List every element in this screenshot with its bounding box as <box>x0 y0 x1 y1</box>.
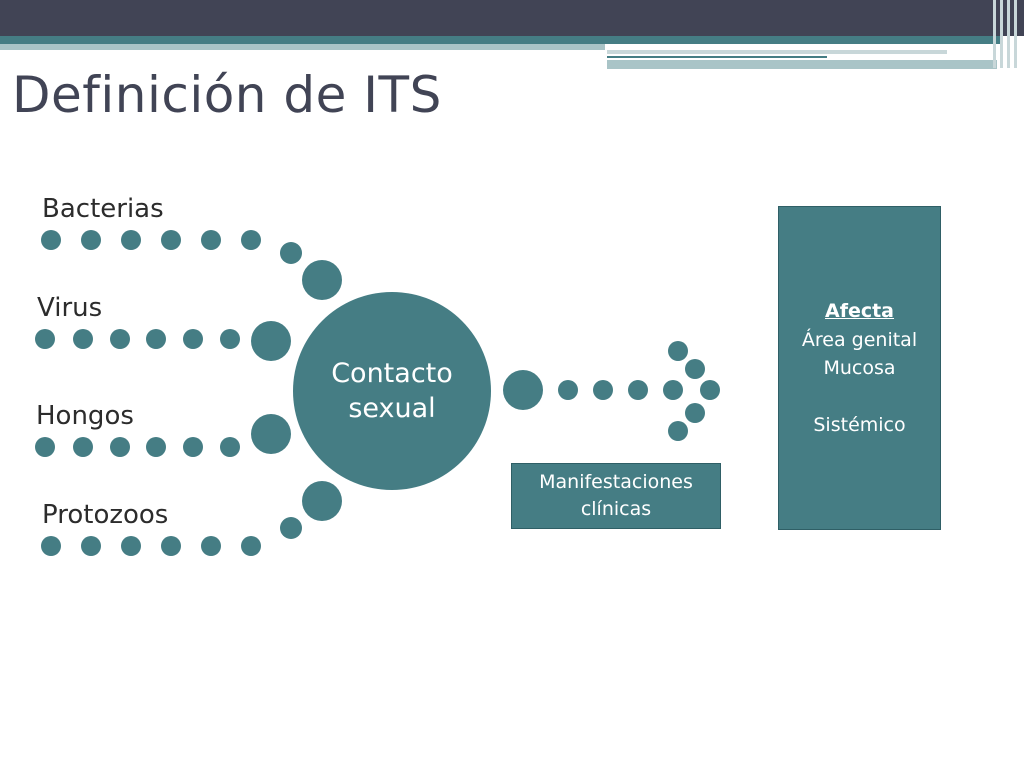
arrow-dot <box>593 380 613 400</box>
manifestations-box: Manifestaciones clínicas <box>511 463 721 529</box>
affects-item: Sistémico <box>813 413 906 436</box>
connector-dot <box>220 437 240 457</box>
connector-dot <box>41 230 61 250</box>
connector-dot <box>161 536 181 556</box>
header-stripe-right-2 <box>607 60 997 69</box>
arrow-dot <box>668 421 688 441</box>
header-stripe-right <box>607 50 947 54</box>
header-stripe-light <box>0 44 605 50</box>
arrow-dot <box>663 380 683 400</box>
connector-dot <box>161 230 181 250</box>
header-bar <box>0 0 1024 36</box>
arrow-dot <box>558 380 578 400</box>
connector-dot <box>280 242 302 264</box>
connector-dot <box>110 329 130 349</box>
affects-box: Afecta Área genital Mucosa Sistémico <box>778 206 941 530</box>
header-stripe-right-3 <box>607 56 827 58</box>
connector-dot <box>183 437 203 457</box>
connector-dot <box>73 329 93 349</box>
connector-dot <box>35 437 55 457</box>
hub-circle-contacto-sexual: Contacto sexual <box>293 292 491 490</box>
connector-dot <box>251 321 291 361</box>
slide-title: Definición de ITS <box>12 66 442 124</box>
connector-dot <box>146 329 166 349</box>
connector-dot <box>81 536 101 556</box>
connector-dot <box>302 260 342 300</box>
connector-dot <box>110 437 130 457</box>
connector-dot <box>81 230 101 250</box>
corner-line <box>1014 0 1017 68</box>
connector-dot <box>201 536 221 556</box>
affects-spacer <box>779 383 940 411</box>
connector-dot <box>201 230 221 250</box>
arrow-dot <box>668 341 688 361</box>
connector-dot <box>220 329 240 349</box>
header-stripe <box>0 36 1000 44</box>
arrow-dot <box>685 403 705 423</box>
connector-dot <box>183 329 203 349</box>
connector-dot <box>73 437 93 457</box>
source-label-protozoos: Protozoos <box>42 500 169 530</box>
connector-dot <box>41 536 61 556</box>
connector-dot <box>121 230 141 250</box>
manifestations-line1: Manifestaciones <box>539 471 693 494</box>
corner-line <box>1007 0 1010 68</box>
corner-line <box>993 0 996 68</box>
arrow-dot <box>700 380 720 400</box>
arrow-dot <box>628 380 648 400</box>
connector-dot <box>146 437 166 457</box>
connector-dot <box>251 414 291 454</box>
connector-dot <box>280 517 302 539</box>
connector-dot <box>302 481 342 521</box>
hub-text-line1: Contacto <box>331 357 453 389</box>
affects-item: Mucosa <box>823 357 896 379</box>
connector-dot <box>241 230 261 250</box>
hub-text-line2: sexual <box>348 393 436 424</box>
source-label-virus: Virus <box>37 293 103 323</box>
connector-dot <box>241 536 261 556</box>
affects-heading: Afecta <box>824 300 895 322</box>
manifestations-line2: clínicas <box>580 498 652 520</box>
arrow-dot <box>503 370 543 410</box>
connector-dot <box>121 536 141 556</box>
corner-line <box>1000 0 1003 68</box>
connector-dot <box>35 329 55 349</box>
source-label-hongos: Hongos <box>36 401 134 431</box>
affects-item: Área genital <box>801 328 918 351</box>
source-label-bacterias: Bacterias <box>42 194 164 224</box>
arrow-dot <box>685 359 705 379</box>
